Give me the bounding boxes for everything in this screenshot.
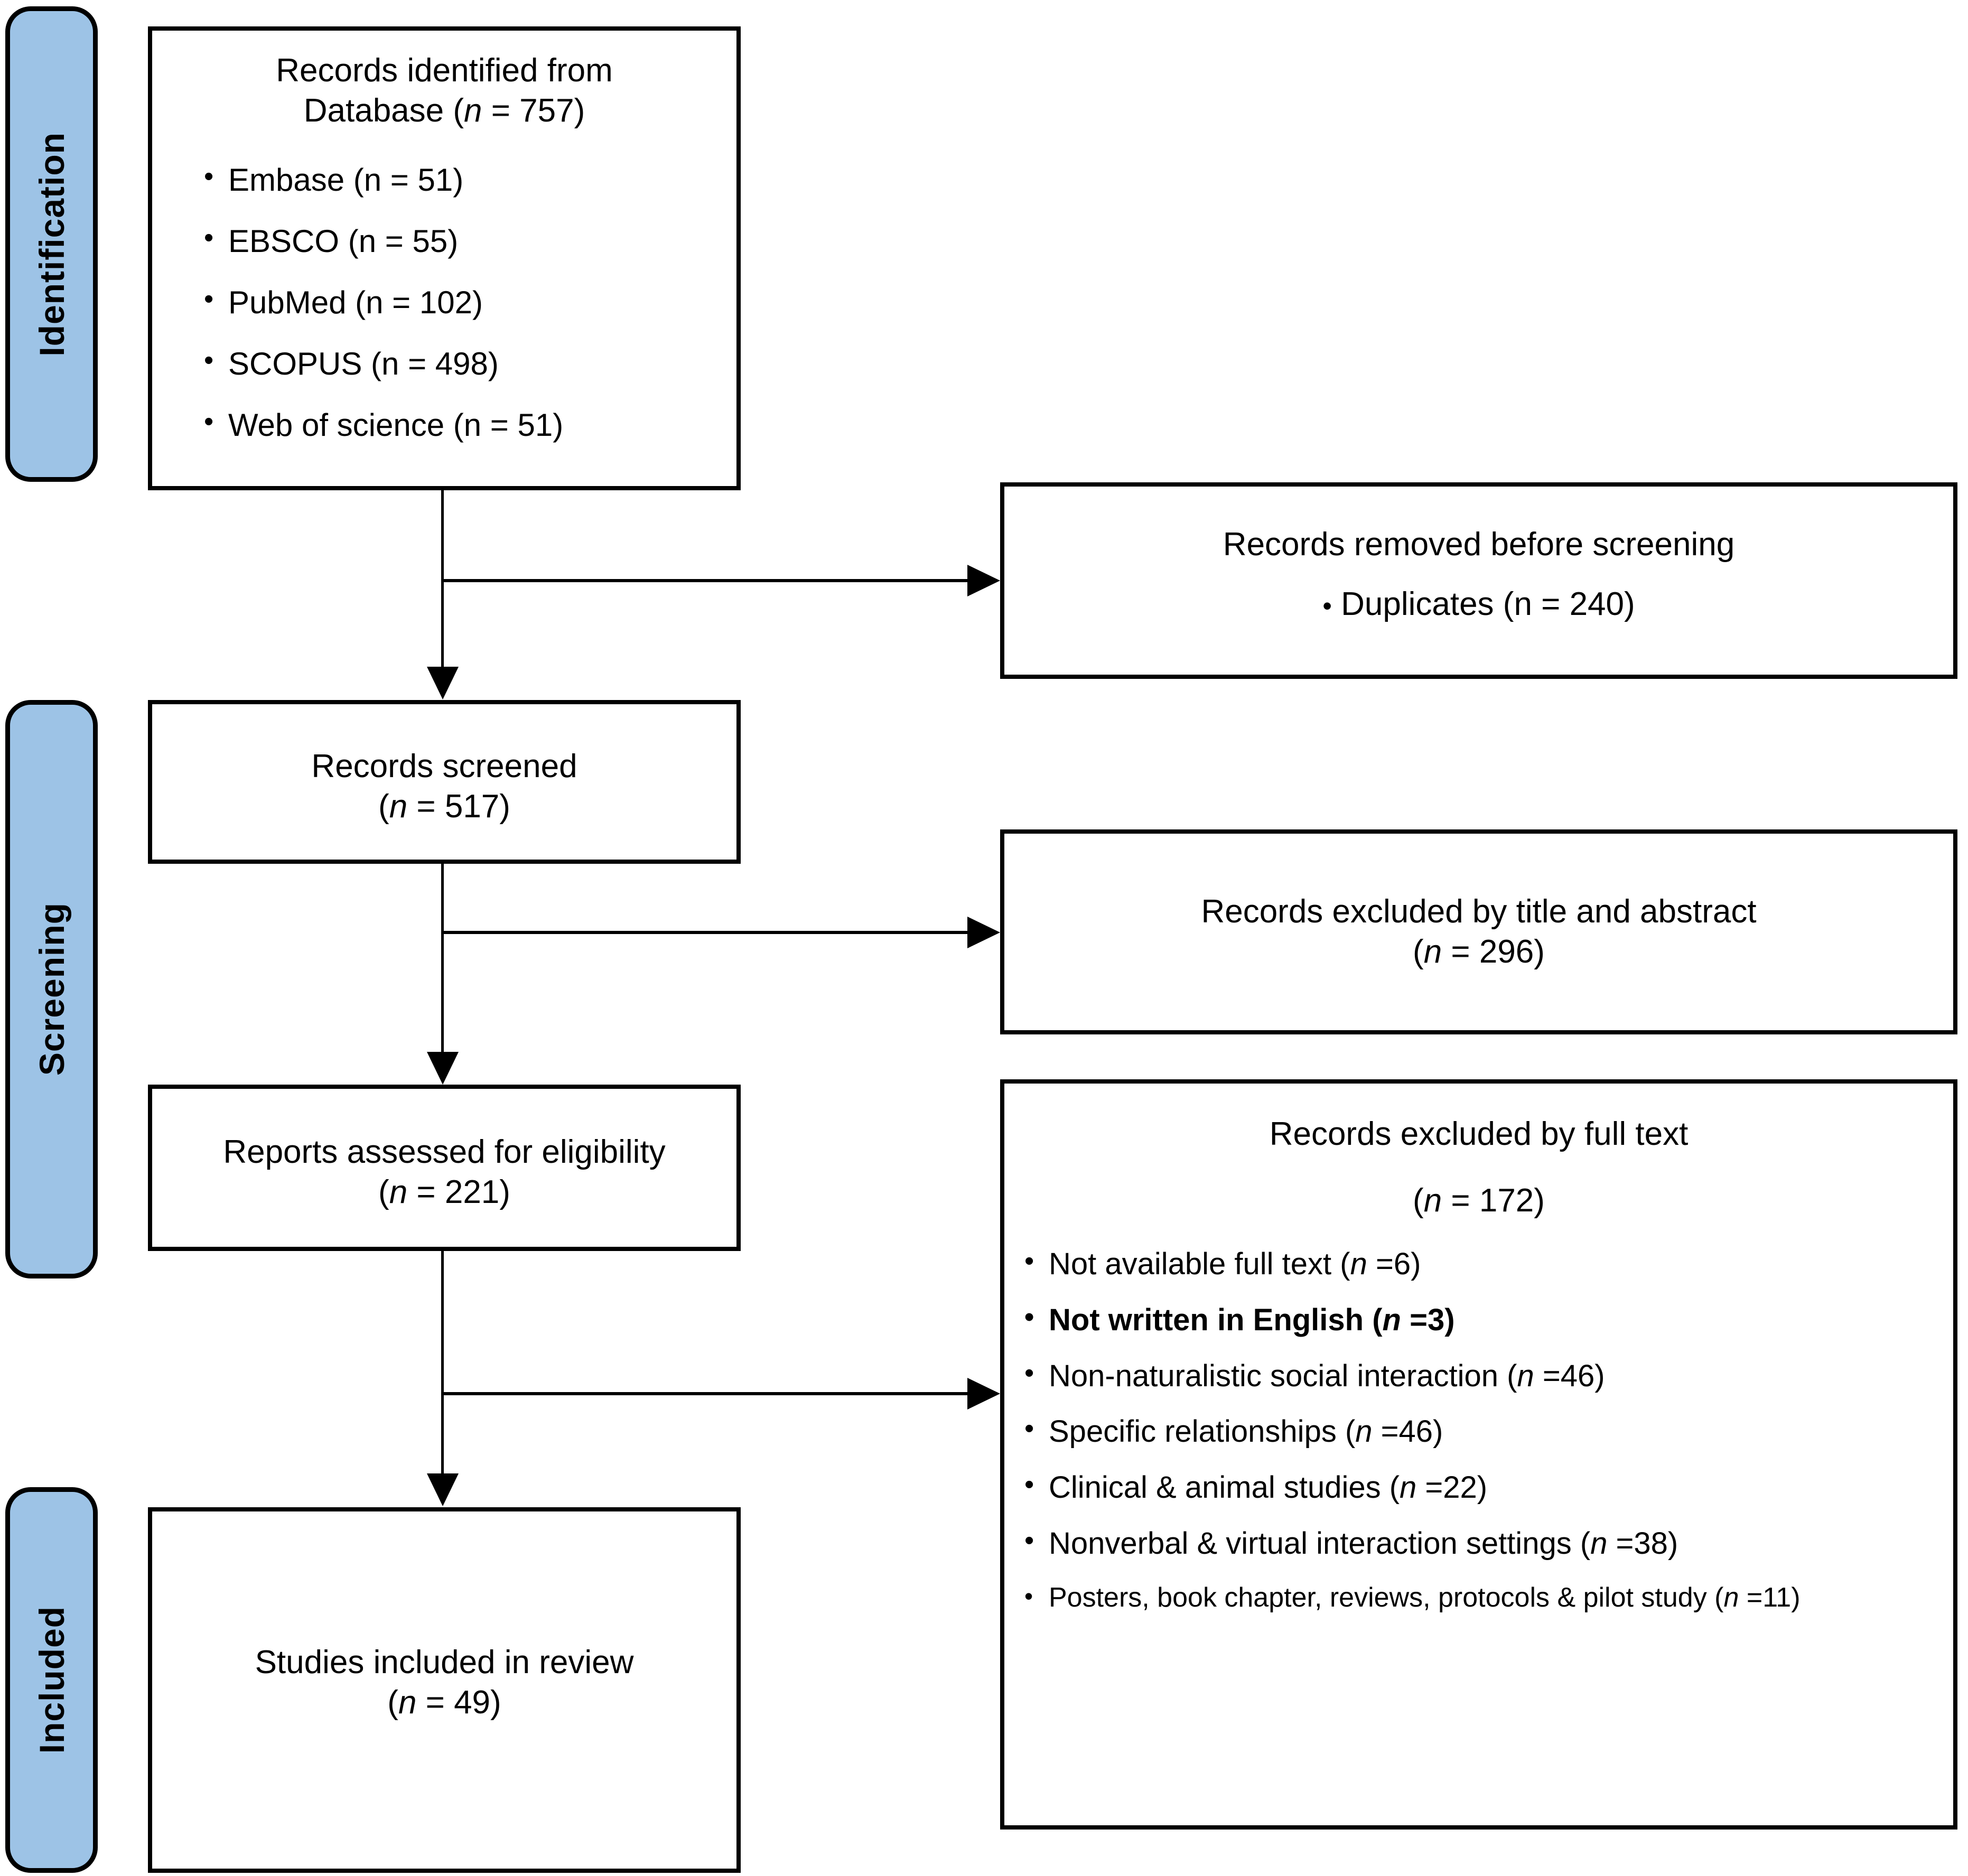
exclusion-reason-list: Not available full text (n =6) Not writt… xyxy=(1020,1246,1943,1613)
phase-bar-identification: Identification xyxy=(5,6,98,482)
box-records-excluded-title-abstract: Records excluded by title and abstract (… xyxy=(1000,829,1957,1034)
n-italic: n xyxy=(1517,1358,1534,1393)
arrow-right-to-records-excluded-full-text xyxy=(967,1378,1000,1410)
list-item: Specific relationships (n =46) xyxy=(1020,1414,1943,1449)
n-italic: n xyxy=(389,1173,408,1210)
phase-bar-included: Included xyxy=(5,1487,98,1873)
n-italic: n xyxy=(1423,1182,1442,1219)
list-item: Not available full text (n =6) xyxy=(1020,1246,1943,1281)
n-italic: n xyxy=(1423,933,1442,970)
list-item: Non-naturalistic social interaction (n =… xyxy=(1020,1358,1943,1393)
arrow-down-to-screened xyxy=(427,667,459,699)
list-item: Web of science (n = 51) xyxy=(200,407,715,443)
bullet-dot: • xyxy=(1322,591,1332,621)
phase-label-screening: Screening xyxy=(32,902,71,1076)
list-item: Embase (n = 51) xyxy=(200,162,715,198)
connector-to-records-excluded-full-text xyxy=(442,1392,967,1395)
records-screened-title: Records screened (n = 517) xyxy=(311,748,577,825)
arrow-down-to-included xyxy=(427,1473,459,1506)
box-studies-included-in-review: Studies included in review (n = 49) xyxy=(148,1507,741,1873)
list-item: Posters, book chapter, reviews, protocol… xyxy=(1020,1582,1943,1613)
box-records-identified: Records identified from Database (n = 75… xyxy=(148,26,741,490)
reports-assessed-title: Reports assessed for eligibility (n = 22… xyxy=(223,1134,666,1210)
connector-assessed-to-included xyxy=(441,1251,444,1476)
connector-screened-to-assessed xyxy=(441,864,444,1055)
n-italic: n xyxy=(1590,1526,1608,1561)
n-italic: n xyxy=(1350,1247,1367,1281)
n-italic: n xyxy=(389,788,408,825)
list-item: Clinical & animal studies (n =22) xyxy=(1020,1470,1943,1505)
n-italic: n xyxy=(1514,585,1532,622)
n-italic: n xyxy=(464,92,482,129)
n-italic: n xyxy=(1382,1302,1401,1337)
studies-included-title: Studies included in review (n = 49) xyxy=(255,1644,634,1721)
connector-to-records-excluded-title-abstract xyxy=(442,931,967,934)
arrow-down-to-assessed xyxy=(427,1052,459,1085)
records-excluded-full-text-count: (n = 172) xyxy=(1413,1182,1545,1219)
source-database-list: Embase (n = 51) EBSCO (n = 55) PubMed (n… xyxy=(200,162,715,443)
phase-label-included: Included xyxy=(32,1606,71,1754)
n-italic: n xyxy=(1400,1470,1417,1505)
arrow-right-to-records-excluded-title-abstract xyxy=(967,917,1000,948)
list-item: Nonverbal & virtual interaction settings… xyxy=(1020,1526,1943,1561)
n-italic: n xyxy=(398,1684,417,1721)
phase-label-identification: Identification xyxy=(32,132,71,357)
list-item: EBSCO (n = 55) xyxy=(200,223,715,259)
phase-bar-screening: Screening xyxy=(5,700,98,1278)
records-excluded-title-abstract-title: Records excluded by title and abstract (… xyxy=(1201,893,1757,970)
n-italic: n xyxy=(1355,1414,1373,1449)
arrow-right-to-records-removed xyxy=(967,565,1000,596)
box-records-removed-before-screening: Records removed before screening • Dupli… xyxy=(1000,482,1957,679)
list-item: Not written in English (n =3) xyxy=(1020,1302,1943,1337)
box-reports-assessed-eligibility: Reports assessed for eligibility (n = 22… xyxy=(148,1085,741,1251)
records-removed-duplicates: • Duplicates (n = 240) xyxy=(1322,585,1635,622)
n-italic: n xyxy=(1723,1582,1739,1613)
box-records-excluded-full-text: Records excluded by full text (n = 172) … xyxy=(1000,1079,1957,1830)
list-item: SCOPUS (n = 498) xyxy=(200,346,715,381)
records-removed-title: Records removed before screening xyxy=(1223,526,1735,563)
connector-to-records-removed xyxy=(442,579,967,582)
list-item: PubMed (n = 102) xyxy=(200,284,715,320)
records-identified-title: Records identified from Database (n = 75… xyxy=(276,52,613,129)
box-records-screened: Records screened (n = 517) xyxy=(148,700,741,864)
records-excluded-full-text-title: Records excluded by full text xyxy=(1269,1116,1689,1152)
